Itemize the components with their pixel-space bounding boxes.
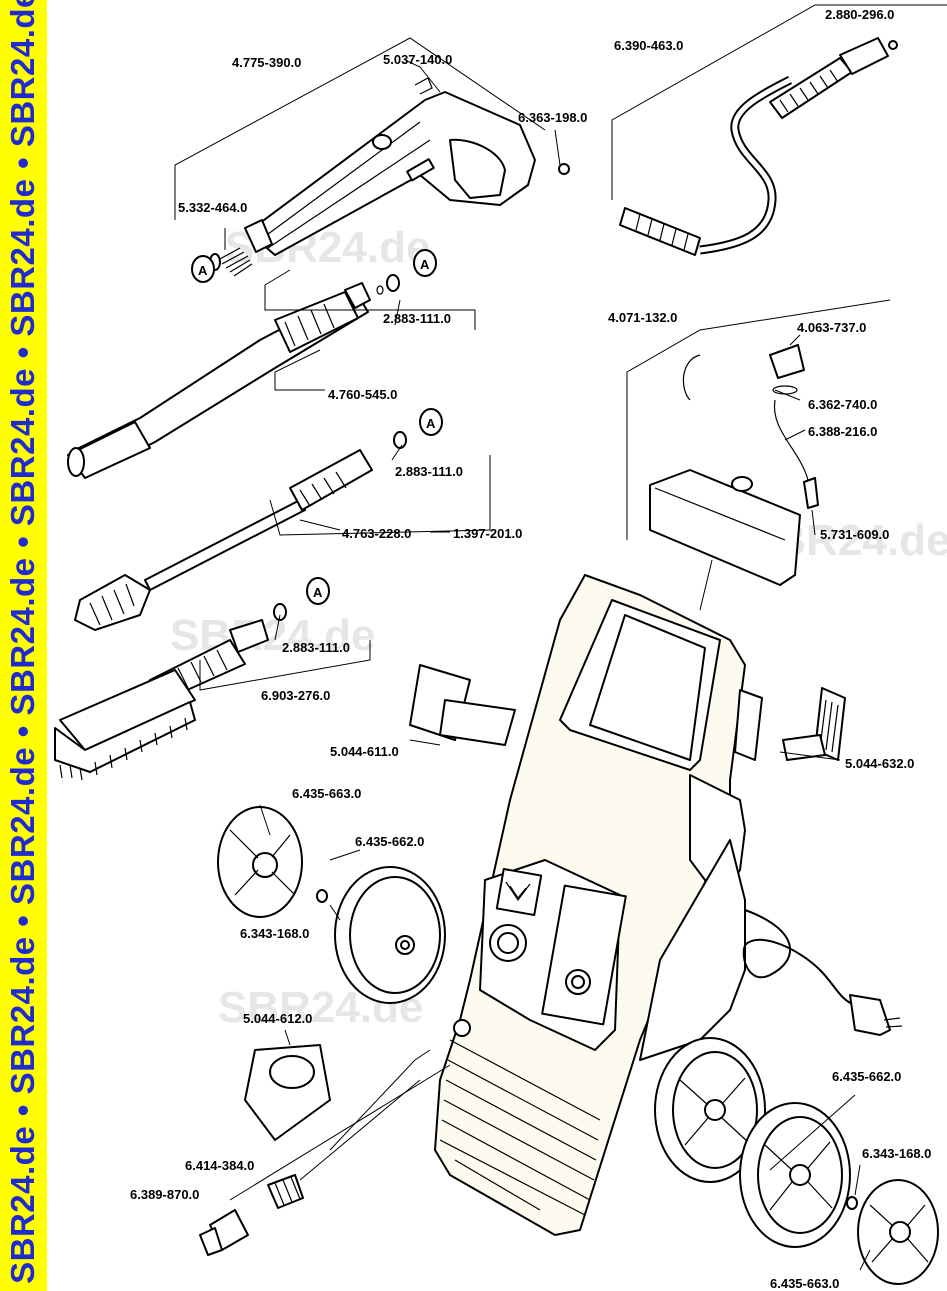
label-4-071-132-0: 4.071-132.0 bbox=[608, 310, 677, 325]
svg-text:A: A bbox=[198, 263, 208, 278]
label-4-763-228-0: 4.763-228.0 bbox=[342, 526, 411, 541]
label-4-775-390-0: 4.775-390.0 bbox=[232, 55, 301, 70]
label-6-414-384-0: 6.414-384.0 bbox=[185, 1158, 254, 1173]
label-6-343-168-0: 6.343-168.0 bbox=[862, 1146, 931, 1161]
svg-text:A: A bbox=[313, 585, 323, 600]
label-1-397-201-0: 1.397-201.0 bbox=[453, 526, 522, 541]
label-6-435-662-0: 6.435-662.0 bbox=[832, 1069, 901, 1084]
label-5-044-632-0: 5.044-632.0 bbox=[845, 756, 914, 771]
marker-a: A bbox=[413, 249, 437, 277]
svg-text:A: A bbox=[420, 257, 430, 272]
leader-lines bbox=[174, 4, 947, 1271]
water-inlet-coupling bbox=[199, 1174, 304, 1256]
svg-text:A: A bbox=[426, 416, 436, 431]
label-4-760-545-0: 4.760-545.0 bbox=[328, 387, 397, 402]
label-5-731-609-0: 5.731-609.0 bbox=[820, 527, 889, 542]
hub-cap-right bbox=[857, 1179, 939, 1285]
label-6-903-276-0: 6.903-276.0 bbox=[261, 688, 330, 703]
label-6-363-198-0: 6.363-198.0 bbox=[518, 110, 587, 125]
label-6-435-663-0: 6.435-663.0 bbox=[292, 786, 361, 801]
label-4-063-737-0: 4.063-737.0 bbox=[797, 320, 866, 335]
sidebar-banner: de • SBR24.de • SBR24.de • SBR24.de • SB… bbox=[0, 0, 47, 1291]
marker-a: A bbox=[306, 577, 330, 605]
holder-5-044-611 bbox=[409, 664, 516, 746]
label-6-390-463-0: 6.390-463.0 bbox=[614, 38, 683, 53]
label-5-332-464-0: 5.332-464.0 bbox=[178, 200, 247, 215]
label-5-044-612-0: 5.044-612.0 bbox=[243, 1011, 312, 1026]
spray-lance-dirtblaster bbox=[74, 431, 407, 631]
label-2-883-111-0: 2.883-111.0 bbox=[383, 311, 451, 326]
label-2-880-296-0: 2.880-296.0 bbox=[825, 7, 894, 22]
high-pressure-hose bbox=[558, 37, 898, 256]
label-6-343-168-0: 6.343-168.0 bbox=[240, 926, 309, 941]
label-6-435-663-0: 6.435-663.0 bbox=[770, 1276, 839, 1291]
holder-5-044-632 bbox=[734, 687, 846, 761]
spray-lance-vario bbox=[67, 274, 400, 479]
label-2-883-111-0: 2.883-111.0 bbox=[282, 640, 350, 655]
spray-gun bbox=[244, 77, 536, 256]
pressure-washer-body bbox=[434, 574, 746, 1236]
wash-brush bbox=[54, 603, 287, 781]
wheel-rear-2 bbox=[739, 1102, 858, 1248]
power-cord bbox=[742, 909, 903, 1036]
label-2-883-111-0: 2.883-111.0 bbox=[395, 464, 463, 479]
wheel-rear-1 bbox=[654, 1037, 766, 1183]
marker-a: A bbox=[419, 408, 443, 436]
label-6-388-216-0: 6.388-216.0 bbox=[808, 424, 877, 439]
detergent-tank bbox=[649, 344, 819, 586]
label-6-389-870-0: 6.389-870.0 bbox=[130, 1187, 199, 1202]
label-6-435-662-0: 6.435-662.0 bbox=[355, 834, 424, 849]
label-5-037-140-0: 5.037-140.0 bbox=[383, 52, 452, 67]
wheel-left bbox=[334, 866, 446, 1004]
label-6-362-740-0: 6.362-740.0 bbox=[808, 397, 877, 412]
holder-5-044-612 bbox=[244, 1044, 331, 1141]
hub-cap-left bbox=[217, 806, 328, 918]
label-5-044-611-0: 5.044-611.0 bbox=[330, 744, 399, 759]
marker-a: A bbox=[191, 255, 215, 283]
